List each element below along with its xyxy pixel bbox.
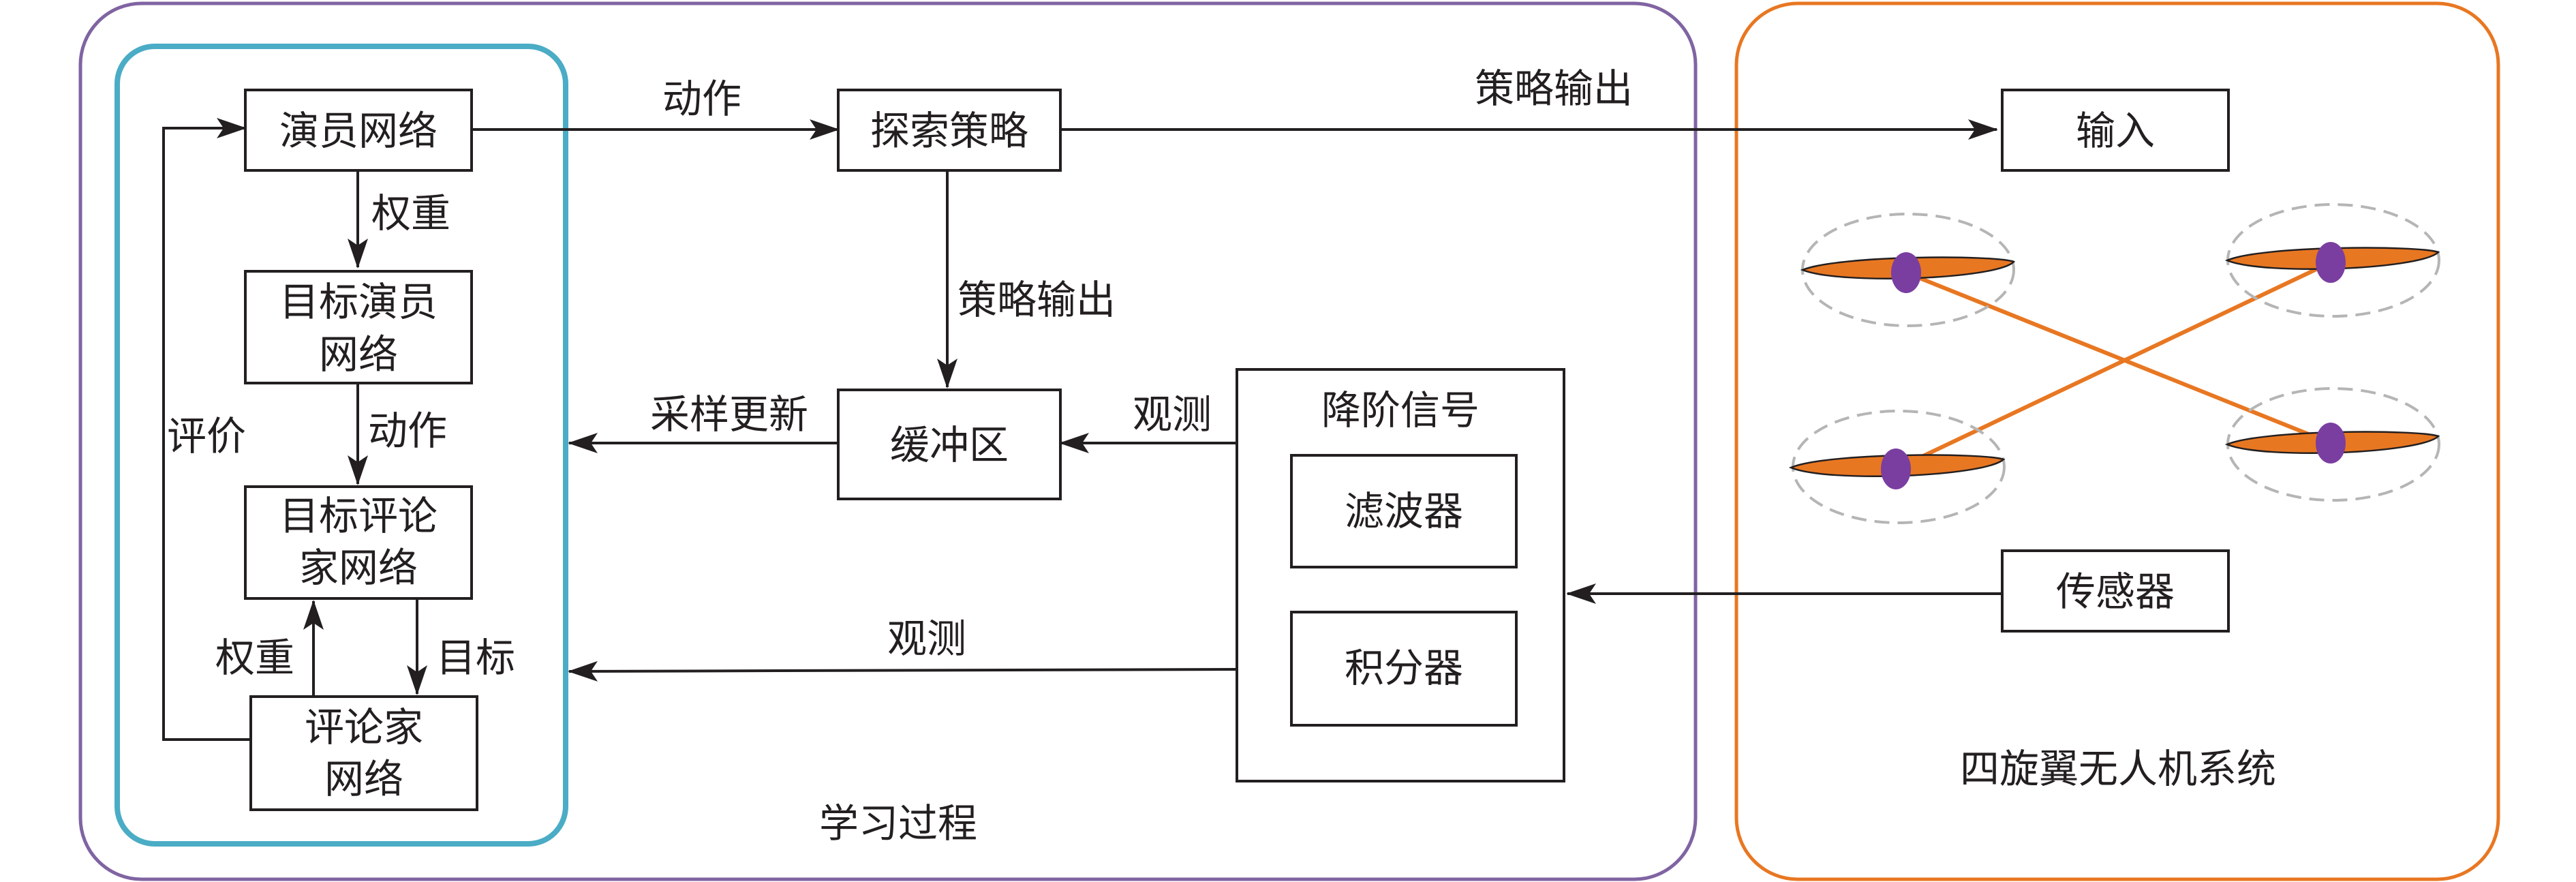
- critic-label-line1: 评论家: [305, 704, 423, 750]
- target-critic-label-line2: 家网络: [299, 545, 418, 591]
- reduced-to-learning-edge: [568, 660, 1238, 682]
- quadrotor-arm-1: [1905, 271, 2332, 445]
- edge-label-observe-buffer: 观测: [1133, 391, 1212, 438]
- edge-label-observe-bottom: 观测: [887, 615, 966, 662]
- target-actor-node: 目标演员 网络: [244, 270, 473, 384]
- quadrotor-system-frame: [1734, 1, 2500, 881]
- edge-label-target: 目标: [436, 635, 515, 681]
- critic-feedback-edge: [162, 118, 251, 741]
- actor-critic-frame: [114, 44, 568, 847]
- critic-network-node: 评论家 网络: [249, 695, 478, 811]
- filter-label: 滤波器: [1345, 488, 1463, 534]
- target-critic-node: 目标评论 家网络: [244, 485, 473, 600]
- edge-label-sample-update: 采样更新: [650, 391, 808, 438]
- actor-network-label: 演员网络: [279, 108, 438, 154]
- input-label: 输入: [2076, 108, 2155, 154]
- edge-label-evaluate: 评价: [167, 413, 246, 459]
- integrator-node: 积分器: [1290, 611, 1518, 727]
- target-critic-label-line1: 目标评论: [279, 493, 438, 539]
- quadrotor-system-title: 四旋翼无人机系统: [1960, 746, 2276, 792]
- edge-label-action-mid: 动作: [368, 408, 447, 454]
- target-actor-label-line1: 目标演员: [279, 279, 438, 325]
- target-actor-label-line2: 网络: [319, 331, 398, 378]
- sensor-label: 传感器: [2056, 568, 2175, 615]
- sensor-node: 传感器: [2001, 549, 2230, 633]
- filter-node: 滤波器: [1290, 454, 1518, 568]
- critic-label-line2: 网络: [324, 756, 403, 802]
- exploration-policy-label: 探索策略: [870, 108, 1028, 154]
- edge-label-policy-output-down: 策略输出: [957, 277, 1116, 323]
- quadrotor-icon: [1788, 203, 2440, 524]
- edge-label-weight-bottom: 权重: [215, 635, 294, 681]
- actor-network-node: 演员网络: [244, 89, 473, 172]
- edge-label-action-top: 动作: [662, 76, 741, 122]
- integrator-label: 积分器: [1345, 645, 1463, 691]
- rotor-front-left: [1800, 213, 2016, 327]
- rotor-rear-left: [1788, 410, 2006, 524]
- rotor-rear-right: [2224, 387, 2440, 502]
- reduced-order-signal-label: 降阶信号: [1321, 387, 1479, 434]
- edge-label-weight-top: 权重: [371, 190, 450, 237]
- replay-buffer-label: 缓冲区: [890, 422, 1009, 468]
- input-node: 输入: [2001, 89, 2230, 172]
- quadrotor-arm-2: [1895, 260, 2332, 471]
- exploration-policy-node: 探索策略: [837, 89, 1062, 172]
- learning-process-title: 学习过程: [819, 800, 977, 847]
- replay-buffer-node: 缓冲区: [837, 389, 1062, 500]
- rotor-front-right: [2224, 203, 2440, 318]
- edge-label-policy-output-top: 策略输出: [1475, 65, 1633, 112]
- learning-process-frame: [78, 1, 1698, 881]
